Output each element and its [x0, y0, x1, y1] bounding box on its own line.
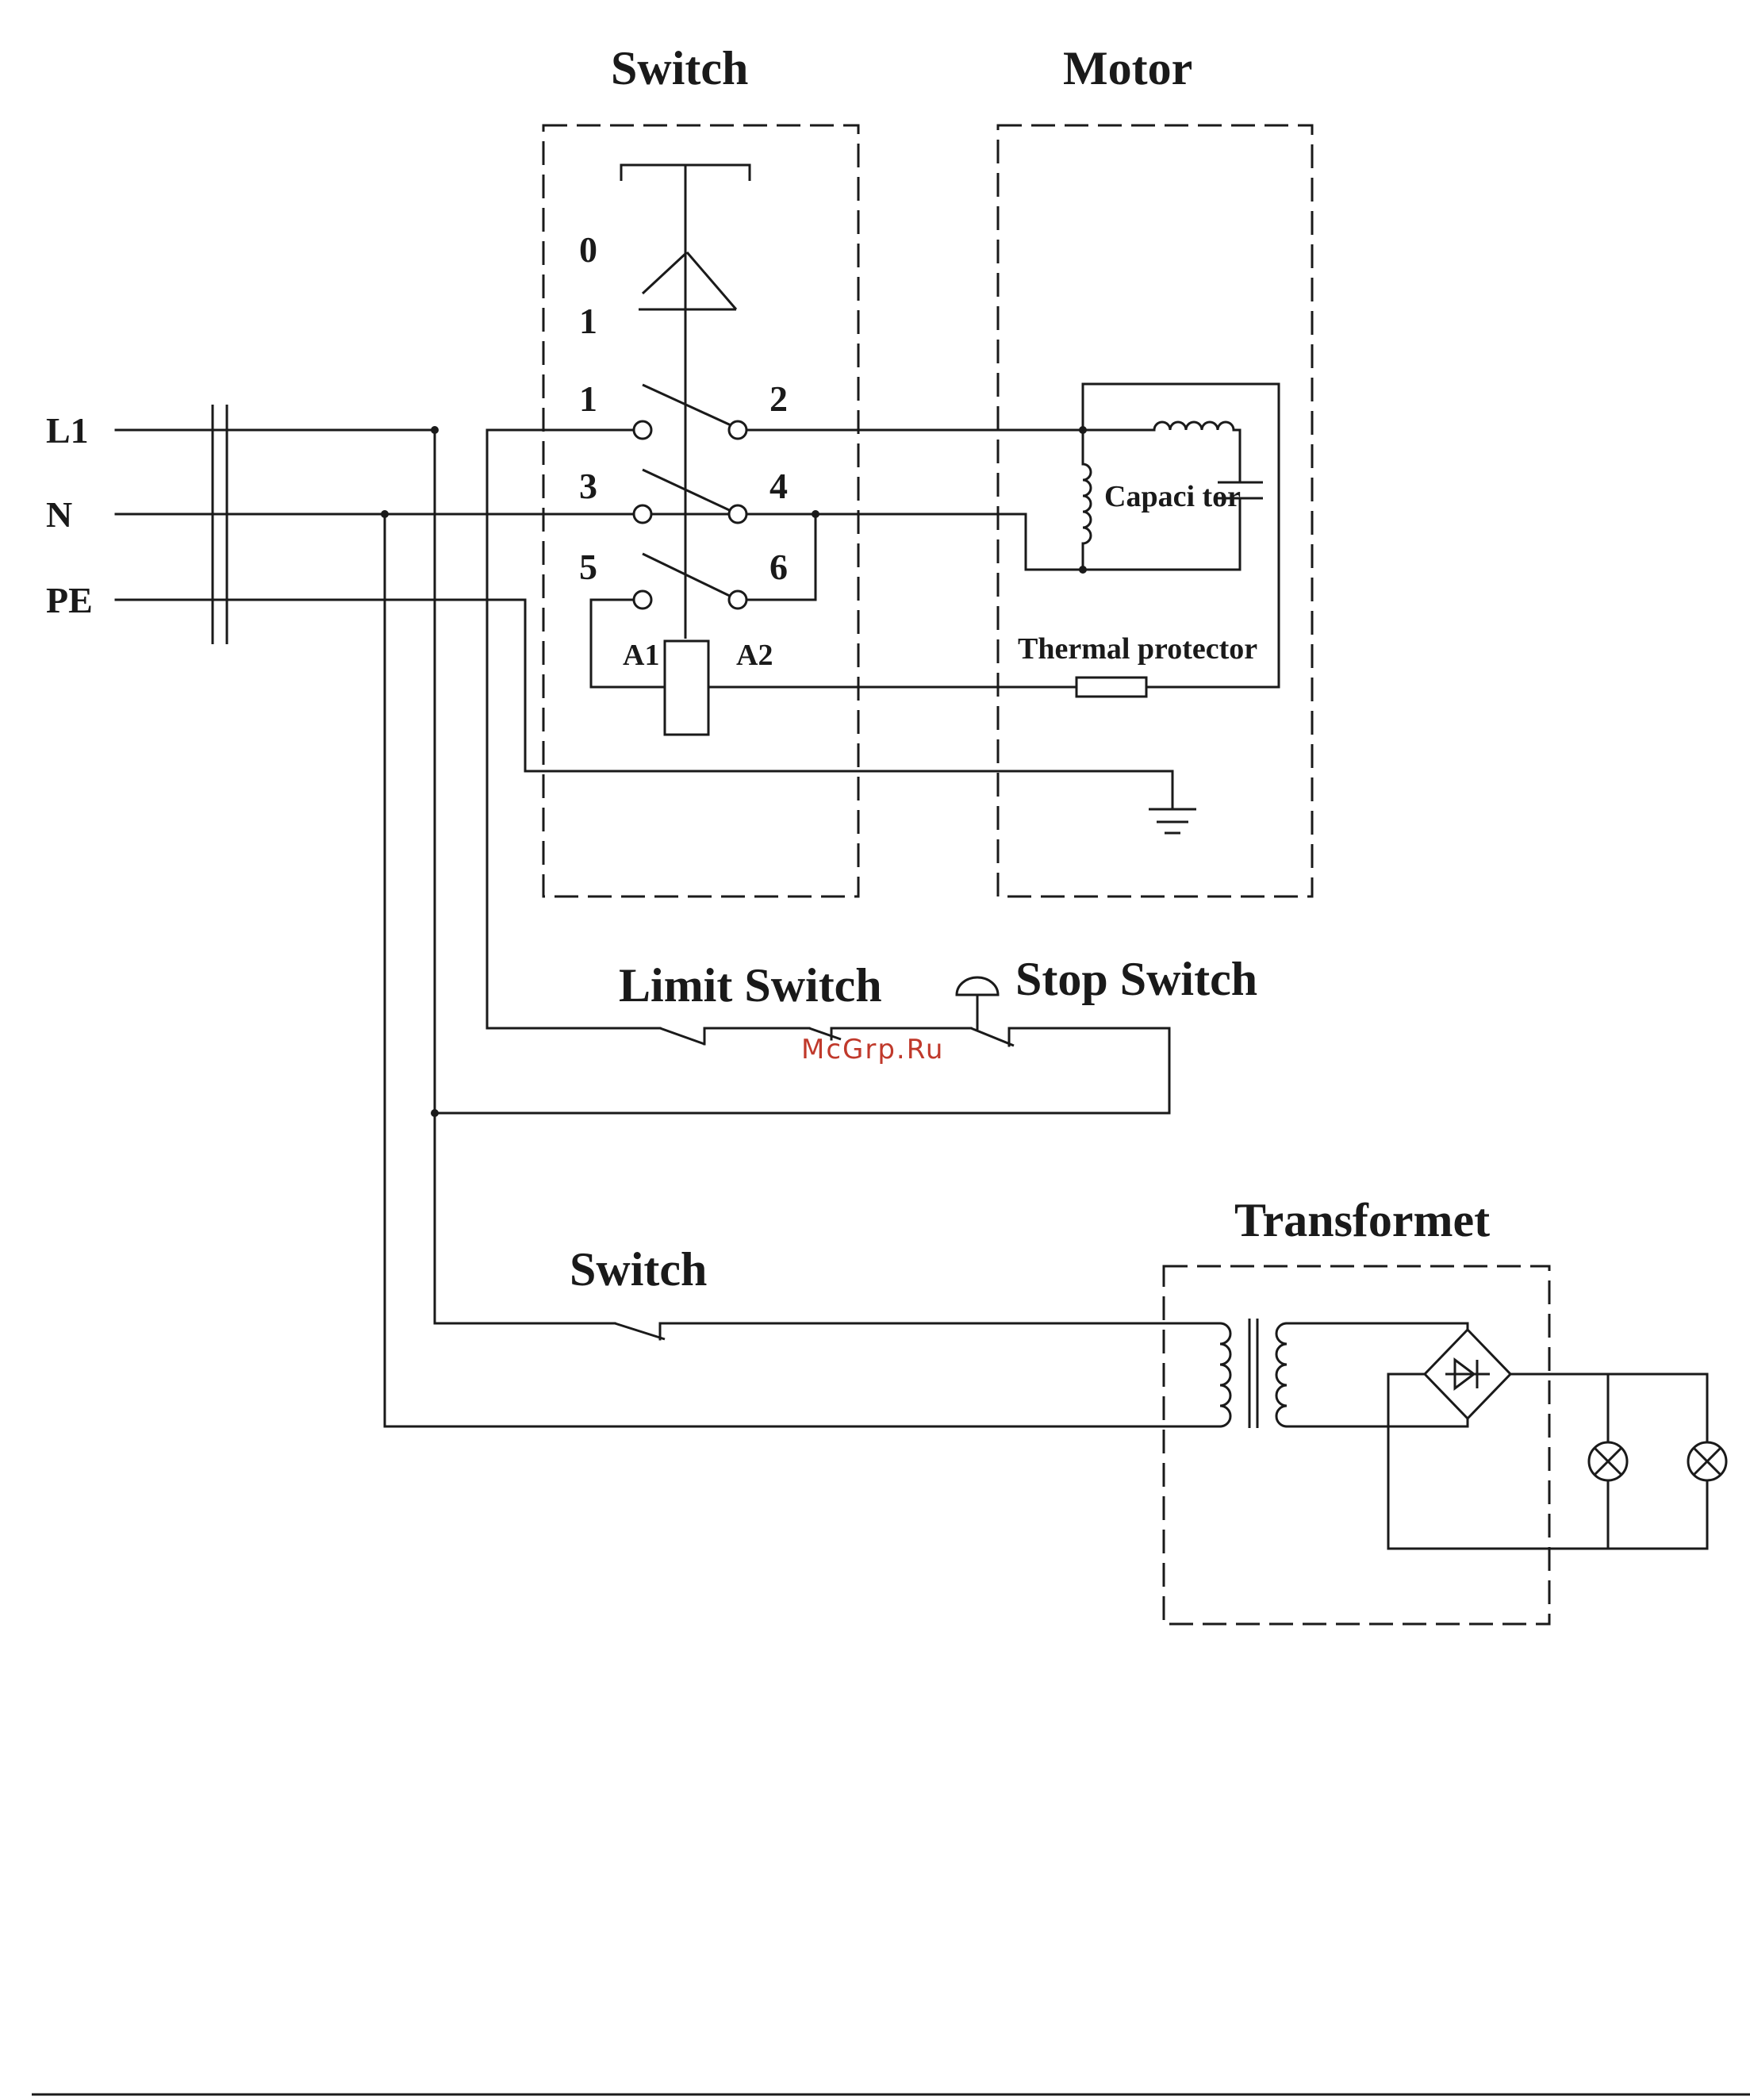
- ground-icon: [1149, 809, 1196, 833]
- label-pos0: 0: [579, 229, 597, 270]
- transformer-enclosure: [1164, 1266, 1549, 1624]
- label-l1: L1: [46, 410, 89, 451]
- label-pos1: 1: [579, 301, 597, 341]
- label-capacitor: Capaci tor: [1104, 480, 1241, 513]
- label-terminal-2: 2: [769, 378, 788, 419]
- label-coil-a2: A2: [736, 639, 773, 672]
- label-stop-switch: Stop Switch: [1015, 953, 1257, 1005]
- label-thermal-protector: Thermal protector: [1018, 632, 1257, 666]
- lamp-icon: [1688, 1442, 1726, 1480]
- watermark-text: McGrp.Ru: [801, 1034, 944, 1065]
- motor-feed-wires: [738, 430, 1083, 600]
- input-lines: [116, 405, 817, 644]
- transformer-box-title: Transformet: [1234, 1194, 1490, 1246]
- lamp-circuit: [385, 1319, 1707, 1549]
- label-terminal-5: 5: [579, 547, 597, 587]
- motor-box-title: Motor: [1063, 42, 1192, 94]
- label-terminal-4: 4: [769, 466, 788, 506]
- label-terminal-1: 1: [579, 378, 597, 419]
- main-switch-mechanism: [591, 165, 1076, 735]
- label-limit-switch: Limit Switch: [619, 959, 882, 1012]
- lamp-icon: [1589, 1442, 1627, 1480]
- label-n: N: [46, 494, 72, 535]
- label-terminal-6: 6: [769, 547, 788, 587]
- label-pe: PE: [46, 580, 93, 620]
- label-terminal-3: 3: [579, 466, 597, 506]
- switch-box-title: Switch: [611, 42, 748, 94]
- label-coil-a1: A1: [623, 639, 659, 672]
- label-lamp-switch: Switch: [570, 1243, 707, 1296]
